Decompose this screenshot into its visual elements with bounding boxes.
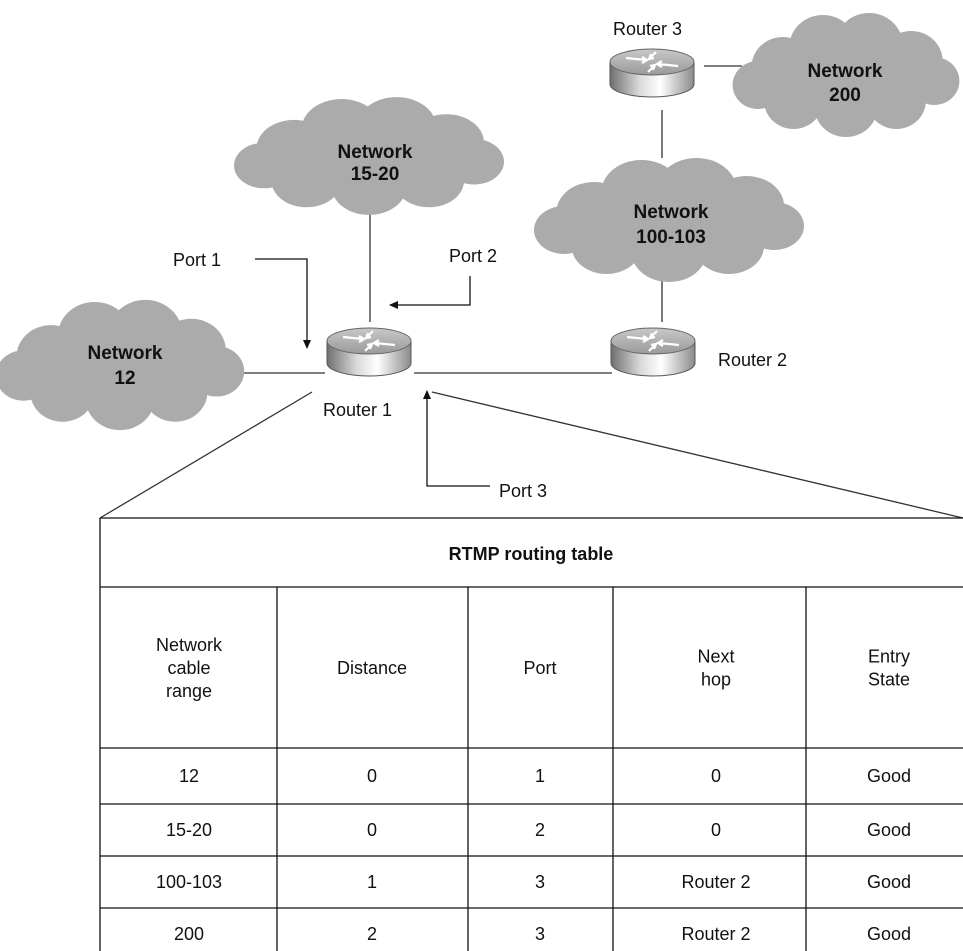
- table-cell: 1: [367, 872, 377, 892]
- network-label-line2: 12: [114, 368, 135, 389]
- router-label: Router 1: [323, 400, 392, 420]
- router-label: Router 2: [718, 350, 787, 370]
- table-cell: 200: [174, 924, 204, 944]
- table-row: 12 0 1 0 Good: [179, 766, 911, 786]
- table-row: 15-20 0 2 0 Good: [166, 820, 911, 840]
- table-cell: Good: [867, 766, 911, 786]
- port-1-arrow: [255, 258, 311, 349]
- network-label-line2: 15-20: [351, 164, 400, 185]
- port-3-arrow: [423, 390, 490, 487]
- table-cell: 0: [367, 820, 377, 840]
- table-header-cell: range: [166, 681, 212, 701]
- table-cell: 3: [535, 924, 545, 944]
- table-header-cell: State: [868, 670, 910, 690]
- table-cell: 3: [535, 872, 545, 892]
- network-label-line1: Network: [88, 343, 163, 364]
- table-header-cell: Next: [697, 647, 734, 667]
- table-cell: Good: [867, 872, 911, 892]
- table-cell: 2: [535, 820, 545, 840]
- table-row: 100-103 1 3 Router 2 Good: [156, 872, 911, 892]
- router-3: Router 3: [608, 19, 696, 99]
- port-label: Port 2: [449, 246, 497, 266]
- table-cell: Good: [867, 924, 911, 944]
- table-cell: 0: [711, 766, 721, 786]
- table-header-row: Network cable range Distance Port Next hop Entr…: [156, 635, 910, 701]
- table-header-cell: Port: [523, 658, 556, 678]
- port-1-callout: Port 1: [173, 250, 311, 349]
- port-2-callout: Port 2: [389, 246, 497, 309]
- table-cell: 100-103: [156, 872, 222, 892]
- table-header-cell: Entry: [868, 647, 910, 667]
- table-cell: Good: [867, 820, 911, 840]
- table-cell: 15-20: [166, 820, 212, 840]
- port-3-callout: Port 3: [423, 390, 547, 501]
- port-label: Port 3: [499, 481, 547, 501]
- table-row: 200 2 3 Router 2 Good: [174, 924, 911, 944]
- zoom-line-right: [431, 391, 963, 519]
- router-1: Router 1: [323, 326, 413, 420]
- table-header-cell: Network: [156, 635, 223, 655]
- table-cell: Router 2: [681, 872, 750, 892]
- table-cell: 1: [535, 766, 545, 786]
- table-title: RTMP routing table: [449, 544, 614, 564]
- table-cell: Router 2: [681, 924, 750, 944]
- network-cloud-100-103: Network 100-103: [534, 158, 804, 282]
- table-header-cell: Distance: [337, 658, 407, 678]
- router-label: Router 3: [613, 19, 682, 39]
- table-cell: 0: [367, 766, 377, 786]
- port-label: Port 1: [173, 250, 221, 270]
- table-cell: 0: [711, 820, 721, 840]
- network-label-line1: Network: [338, 142, 413, 163]
- network-cloud-12: Network 12: [0, 299, 245, 431]
- rtmp-routing-table: RTMP routing table Network cable range Dist…: [99, 517, 963, 951]
- network-label-line2: 100-103: [636, 227, 706, 248]
- network-cloud-200: Network 200: [732, 13, 960, 137]
- table-cell: 12: [179, 766, 199, 786]
- table-header-cell: cable: [167, 658, 210, 678]
- router-2: Router 2: [609, 326, 787, 378]
- port-2-arrow: [389, 276, 471, 309]
- zoom-line-left: [99, 391, 313, 519]
- network-label-line1: Network: [634, 202, 709, 223]
- table-header-cell: hop: [701, 670, 731, 690]
- table-cell: 2: [367, 924, 377, 944]
- network-label-line2: 200: [829, 85, 861, 106]
- network-cloud-15-20: Network 15-20: [234, 97, 504, 215]
- network-label-line1: Network: [808, 61, 883, 82]
